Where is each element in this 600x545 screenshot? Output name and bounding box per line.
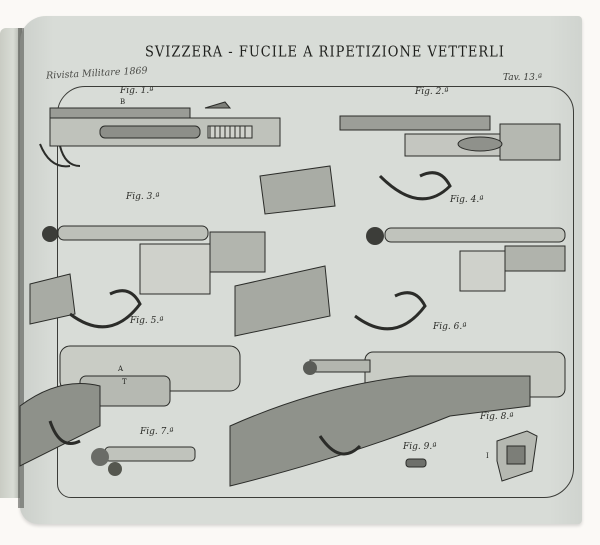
fig9-label: Fig. 9.ª: [403, 442, 437, 452]
book-spine-left-page: [0, 28, 22, 498]
fig6-label: Fig. 6.ª: [433, 322, 467, 332]
fig5-part-T: T: [122, 378, 127, 386]
fig8-part-I: I: [486, 452, 489, 460]
fig2-label: Fig. 2.ª: [415, 87, 449, 97]
fig2-rifle-section-drawing: [259, 115, 561, 215]
plate-title: SVIZZERA - FUCILE A RIPETIZIONE VETTERLI: [145, 43, 505, 62]
fig1-part-B: B: [120, 98, 126, 106]
plate-page: SVIZZERA - FUCILE A RIPETIZIONE VETTERLI…: [18, 16, 582, 524]
fig5-rifle-exterior-drawing: [19, 345, 241, 467]
fig3-rifle-section-drawing: [29, 225, 266, 329]
fig6-rifle-exterior-drawing: [229, 351, 566, 487]
fig3-label: Fig. 3.ª: [126, 192, 160, 202]
fig5-part-A: A: [118, 365, 124, 373]
fig4-rifle-section-drawing: [234, 227, 566, 337]
fig1-rifle-section-drawing: [39, 101, 281, 168]
fig8-carrier-drawing: [496, 430, 538, 482]
plate-number: Tav. 13.ª: [503, 73, 542, 83]
fig8-label: Fig. 8.ª: [480, 412, 514, 422]
fig5-label: Fig. 5.ª: [130, 316, 164, 326]
fig1-label: Fig. 1.ª: [120, 86, 154, 96]
gutter-shadow: [18, 28, 24, 508]
fig7-label: Fig. 7.ª: [140, 427, 174, 437]
running-head: Rivista Militare 1869: [45, 65, 148, 82]
fig4-label: Fig. 4.ª: [450, 195, 484, 205]
fig9-spring-drawing: [405, 458, 427, 468]
fig7-bolt-drawing: [91, 446, 196, 476]
